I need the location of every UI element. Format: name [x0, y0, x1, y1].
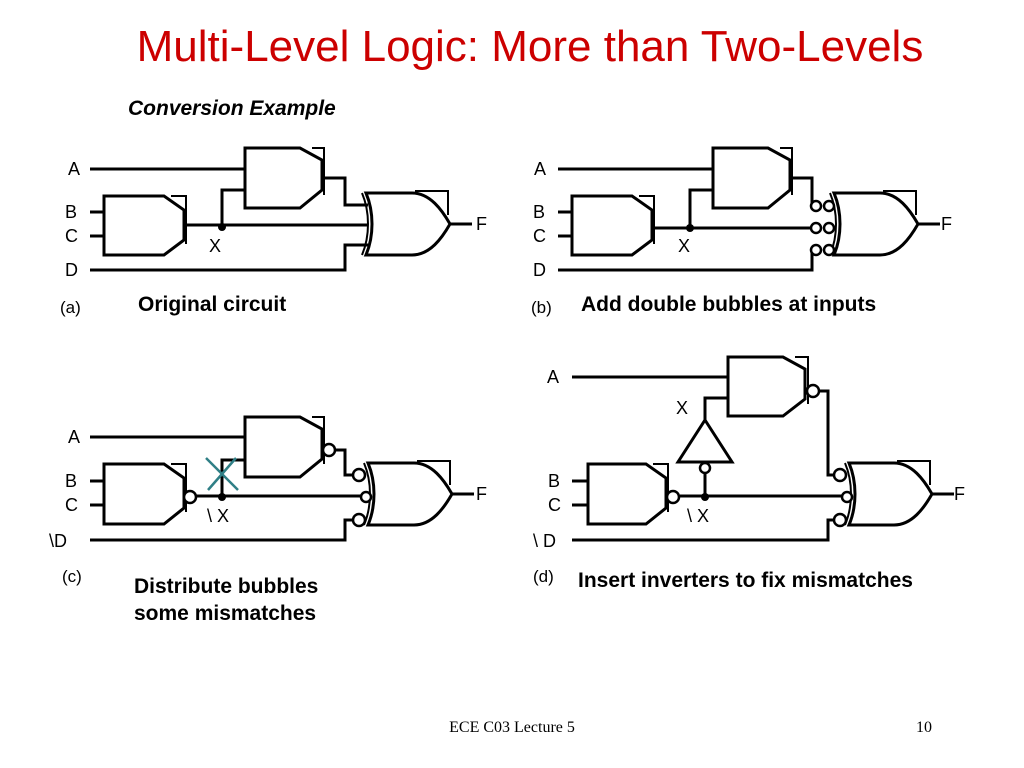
panel-d-label-b: B	[548, 471, 560, 491]
panel-d-and-gate-top	[726, 355, 807, 418]
panel-c-label-f: F	[476, 484, 487, 504]
panel-c-label-x: \ X	[207, 506, 229, 526]
panel-c-and-gate-top	[243, 415, 324, 479]
panel-d-circuit	[572, 355, 954, 542]
panel-d-label-c: C	[548, 495, 561, 515]
panel-b-label-c: C	[533, 226, 546, 246]
panel-b-and-gate-bottom	[570, 194, 654, 257]
panel-b-label-b: B	[533, 202, 545, 222]
panel-a-id: (a)	[60, 298, 81, 317]
panel-d-inverter	[675, 417, 735, 464]
panel-b-label-d: D	[533, 260, 546, 280]
panel-c-or-gate	[365, 461, 454, 527]
slide-subtitle: Conversion Example	[128, 97, 336, 120]
panel-b-label-x: X	[678, 236, 690, 256]
panel-c-circuit	[90, 415, 474, 542]
panel-a-label-d: D	[65, 260, 78, 280]
panel-d-label-d: \ D	[533, 531, 556, 551]
panel-d-label-x: \ X	[687, 506, 709, 526]
panel-a-label-f: F	[476, 214, 487, 234]
panel-c-mismatch-cross	[205, 457, 239, 491]
slide-title: Multi-Level Logic: More than Two-Levels	[136, 22, 924, 71]
panel-b-and-gate-top	[711, 146, 792, 210]
page-number: 10	[916, 719, 932, 736]
panel-a-caption: Original circuit	[138, 293, 286, 316]
panel-a-wire-d	[90, 243, 368, 272]
panel-d-bubbles	[665, 383, 854, 528]
panel-d-and-gate-bottom	[586, 462, 668, 526]
panel-d-label-inverter-x: X	[676, 398, 688, 418]
panel-d-or-gate	[846, 461, 934, 527]
panel-a-label-a: A	[68, 159, 80, 179]
panel-c-label-b: B	[65, 471, 77, 491]
panel-d-id: (d)	[533, 567, 554, 586]
panel-d-label-f: F	[954, 484, 965, 504]
panel-b-double-bubbles	[809, 199, 836, 257]
panel-a-and-gate-bottom	[102, 194, 186, 257]
panel-d-label-a: A	[547, 367, 559, 387]
panel-c-and-gate-bottom	[102, 462, 186, 526]
panel-c-id: (c)	[62, 567, 82, 586]
slide-footer: ECE C03 Lecture 5	[449, 719, 575, 736]
panel-a-junction-dot	[218, 223, 226, 231]
panel-b-circuit	[558, 146, 940, 272]
panel-c-caption-line1: Distribute bubbles	[134, 575, 318, 598]
panel-b-id: (b)	[531, 298, 552, 317]
panel-a-label-c: C	[65, 226, 78, 246]
panel-c-bubbles	[182, 442, 373, 528]
panel-c-caption-line2: some mismatches	[134, 602, 316, 625]
panel-b-label-f: F	[941, 214, 952, 234]
panel-c-label-c: C	[65, 495, 78, 515]
panel-b-caption: Add double bubbles at inputs	[581, 293, 876, 316]
panel-b-or-gate	[831, 191, 920, 257]
panel-a-and-gate-top	[243, 146, 324, 210]
panel-d-caption: Insert inverters to fix mismatches	[578, 569, 913, 592]
panel-a-circuit	[90, 146, 472, 272]
panel-a-label-x: X	[209, 236, 221, 256]
panel-a-or-gate	[363, 191, 452, 257]
panel-c-label-a: A	[68, 427, 80, 447]
panel-d-junction-dot	[701, 493, 709, 501]
panel-b-junction-dot	[686, 224, 694, 232]
panel-b-label-a: A	[534, 159, 546, 179]
panel-c-label-d: \D	[49, 531, 67, 551]
panel-a-label-b: B	[65, 202, 77, 222]
panel-c-junction-dot	[218, 493, 226, 501]
